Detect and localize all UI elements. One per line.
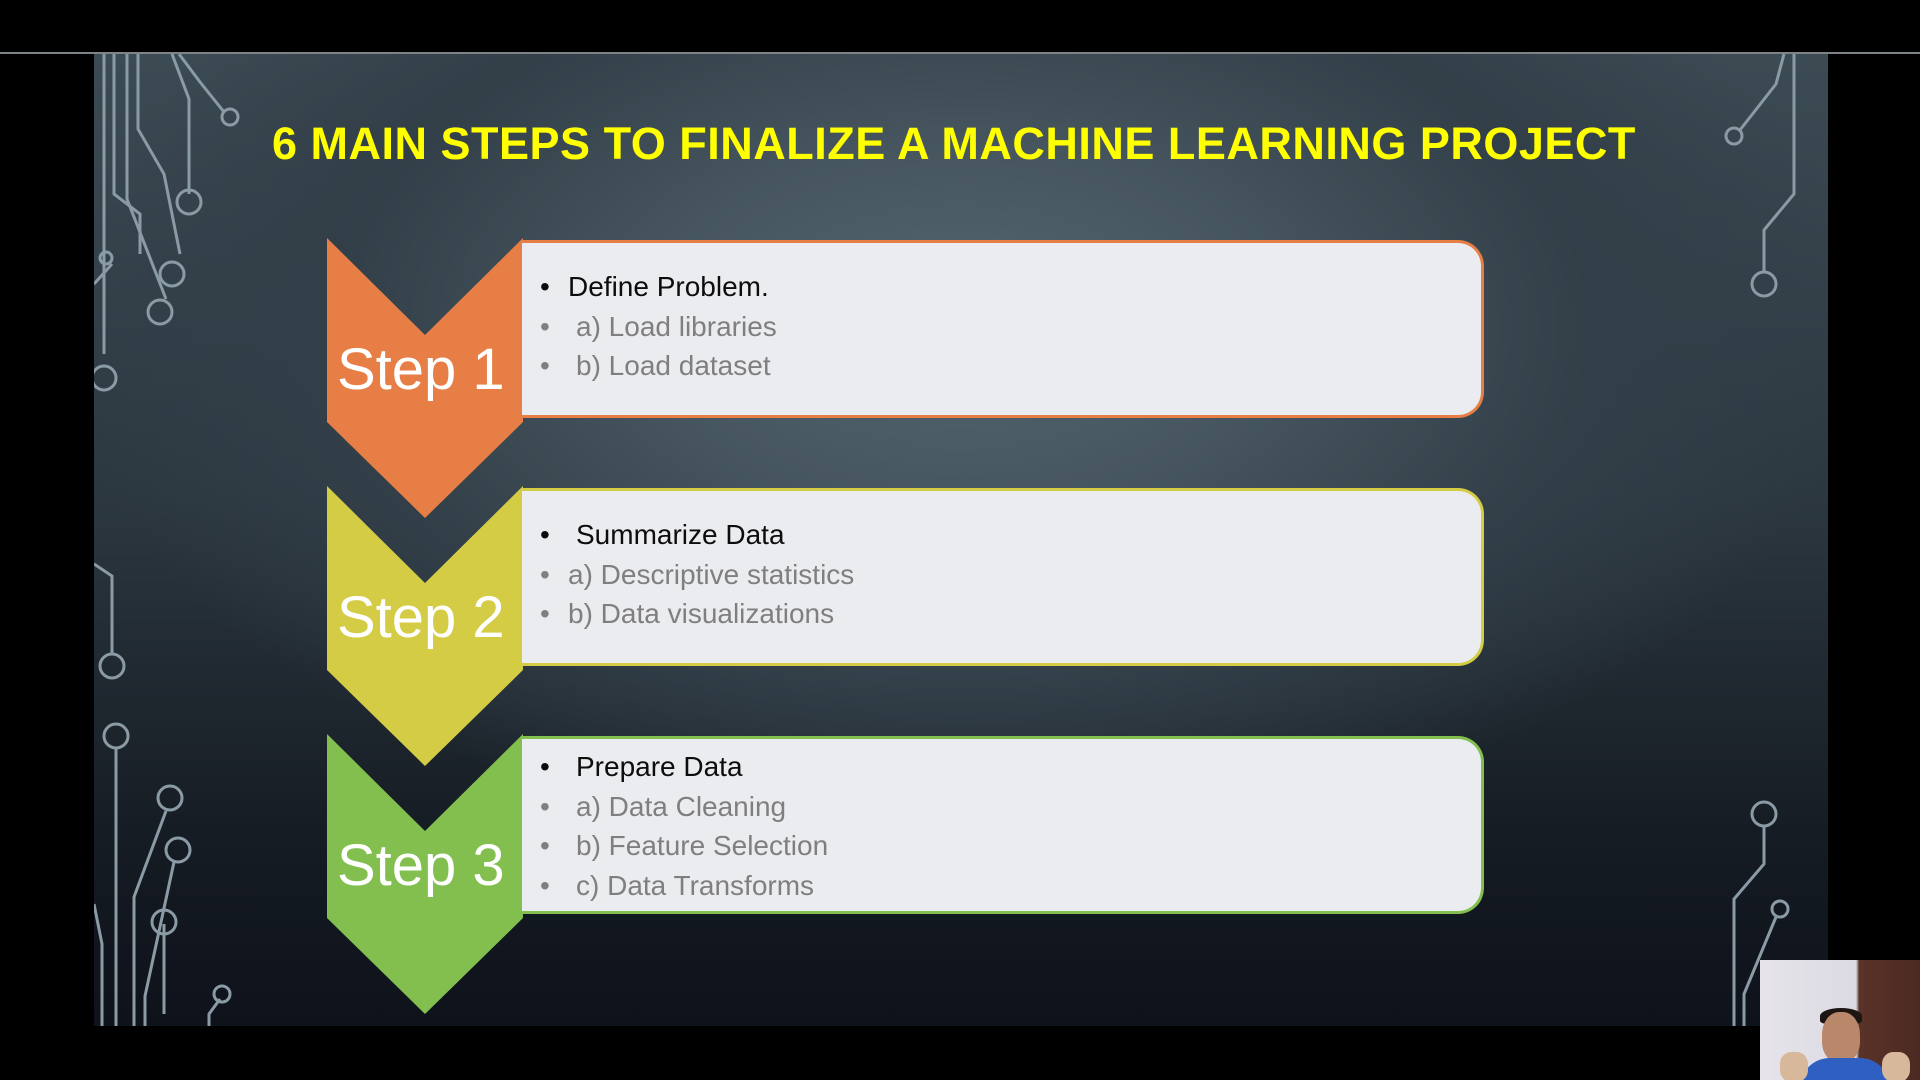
step-1: Step 1 • Define Problem. • a) Load librari… xyxy=(327,238,1487,518)
step-subitem: • b) Load dataset xyxy=(540,346,1481,386)
webcam-presenter-hand xyxy=(1780,1052,1808,1080)
step-subitem: • a) Data Cleaning xyxy=(540,787,1481,827)
item-text: Summarize Data xyxy=(576,519,785,550)
bullet-icon: • xyxy=(540,350,550,381)
item-text: a) Load libraries xyxy=(576,310,777,342)
step-label: Step 1 xyxy=(337,337,505,402)
bullet-icon: • xyxy=(540,519,550,550)
bullet-icon: • xyxy=(540,558,550,590)
step-card: • Summarize Data • a) Descriptive statisti… xyxy=(522,488,1484,666)
bullet-icon: • xyxy=(540,310,550,342)
step-subitem: • b) Feature Selection xyxy=(540,826,1481,866)
step-label: Step 2 xyxy=(337,585,505,650)
step-items: • Prepare Data • a) Data Cleaning • b) Feat… xyxy=(522,739,1481,905)
top-divider-line xyxy=(0,52,1920,54)
bullet-icon: • xyxy=(540,751,550,782)
webcam-presenter-hand xyxy=(1882,1052,1910,1080)
step-card: • Define Problem. • a) Load libraries • b) … xyxy=(522,240,1484,418)
item-text: Prepare Data xyxy=(576,751,743,782)
step-items: • Summarize Data • a) Descriptive statisti… xyxy=(522,491,1481,634)
bullet-icon: • xyxy=(540,598,550,629)
chevron-down-icon xyxy=(327,486,523,766)
step-3: Step 3 • Prepare Data • a) Data Cleaning •… xyxy=(327,734,1487,1014)
bullet-icon: • xyxy=(540,790,550,822)
webcam-presenter-shirt xyxy=(1800,1058,1890,1080)
step-heading: • Summarize Data xyxy=(540,515,1481,555)
item-text: a) Data Cleaning xyxy=(576,790,787,822)
bullet-icon: • xyxy=(540,830,550,861)
step-heading: • Prepare Data xyxy=(540,747,1481,787)
chevron-down-icon xyxy=(327,238,523,518)
step-heading: • Define Problem. xyxy=(540,267,1481,307)
step-items: • Define Problem. • a) Load libraries • b) … xyxy=(522,243,1481,386)
item-text: b) Data visualizations xyxy=(568,598,835,629)
presenter-webcam-overlay xyxy=(1760,960,1920,1080)
item-text: a) Descriptive statistics xyxy=(568,558,855,590)
item-text: b) Load dataset xyxy=(576,350,771,381)
chevron-down-icon xyxy=(327,734,523,1014)
step-subitem: • a) Descriptive statistics xyxy=(540,555,1481,595)
step-subitem: • a) Load libraries xyxy=(540,307,1481,347)
webcam-presenter-face xyxy=(1822,1012,1860,1062)
step-card: • Prepare Data • a) Data Cleaning • b) Feat… xyxy=(522,736,1484,914)
step-label: Step 3 xyxy=(337,833,505,898)
step-subitem: • b) Data visualizations xyxy=(540,594,1481,634)
bullet-icon: • xyxy=(540,271,550,302)
item-text: Define Problem. xyxy=(568,271,769,302)
circuit-decoration-icon xyxy=(94,54,1796,1026)
step-subitem: • c) Data Transforms xyxy=(540,866,1481,906)
item-text: b) Feature Selection xyxy=(576,830,829,861)
slide-title: 6 MAIN STEPS TO FINALIZE A MACHINE LEARN… xyxy=(272,118,1636,169)
bullet-icon: • xyxy=(540,869,550,901)
item-text: c) Data Transforms xyxy=(576,869,815,901)
step-2: Step 2 • Summarize Data • a) Descriptive s… xyxy=(327,486,1487,766)
presentation-slide: 6 MAIN STEPS TO FINALIZE A MACHINE LEARN… xyxy=(94,54,1828,1026)
